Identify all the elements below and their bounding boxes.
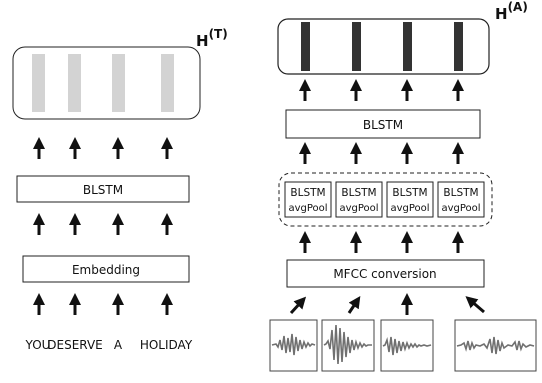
text-arrows-middle (33, 213, 173, 235)
arrow-diagonal (347, 296, 361, 314)
audio-blstm-box (285, 109, 481, 139)
pool-cell-box (437, 181, 485, 218)
waveform-icon (454, 319, 537, 372)
audio-arrows-upper (299, 142, 464, 164)
input-word: A (114, 338, 123, 352)
text-blstm-box (16, 175, 190, 203)
pool-cell-line2: avgPool (390, 203, 429, 214)
text-hidden-bar (112, 54, 125, 112)
mfcc-label: MFCC conversion (333, 267, 436, 281)
pool-cell: BLSTM avgPool (437, 181, 485, 218)
audio-arrows-top (299, 79, 464, 101)
pool-cell-line1: BLSTM (392, 187, 427, 199)
text-hidden-bar (68, 54, 81, 112)
audio-output-label: H(A) (495, 0, 528, 23)
audio-arrows-lower (289, 293, 485, 315)
pooling-group (278, 172, 493, 227)
arrow-diagonal (465, 296, 485, 314)
waveform-icon (269, 319, 318, 372)
pool-cell-line1: BLSTM (341, 187, 376, 199)
audio-blstm-label: BLSTM (363, 118, 403, 132)
audio-arrows-middle (299, 231, 464, 253)
waveform-icon (321, 319, 375, 372)
arrow-diagonal (289, 296, 307, 315)
audio-hidden-bar (403, 22, 412, 71)
pool-cell: BLSTM avgPool (284, 181, 332, 218)
text-branch: H(T) BLSTM Embedding (12, 27, 228, 352)
embedding-box (22, 255, 190, 283)
pool-cell: BLSTM avgPool (335, 181, 383, 218)
audio-hidden-state-box (277, 18, 490, 75)
text-output-label: H(T) (196, 27, 228, 50)
pool-cell-box (386, 181, 434, 218)
text-hidden-bar (32, 54, 45, 112)
audio-hidden-bar (454, 22, 463, 71)
pool-cell: BLSTM avgPool (386, 181, 434, 218)
mfcc-box (286, 259, 485, 288)
input-word: HOLIDAY (140, 338, 193, 352)
audio-hidden-bar (352, 22, 361, 71)
embedding-label: Embedding (72, 263, 140, 277)
text-arrows-upper (33, 137, 173, 159)
text-hidden-state-box (12, 46, 201, 120)
input-word: DESERVE (47, 338, 103, 352)
text-arrows-lower (33, 293, 173, 315)
input-word: YOU (25, 338, 51, 352)
audio-branch: H(A) BLSTM BLSTM avg (269, 0, 537, 372)
pool-cell-box (284, 181, 332, 218)
pool-cell-line1: BLSTM (290, 187, 325, 199)
waveform-icon (380, 319, 434, 372)
pool-cell-line2: avgPool (339, 203, 378, 214)
text-hidden-bar (161, 54, 174, 112)
pool-cell-line2: avgPool (288, 203, 327, 214)
audio-hidden-bar (301, 22, 310, 71)
pool-cell-line2: avgPool (441, 203, 480, 214)
pool-cell-line1: BLSTM (443, 187, 478, 199)
text-blstm-label: BLSTM (83, 183, 123, 197)
pool-cell-box (335, 181, 383, 218)
